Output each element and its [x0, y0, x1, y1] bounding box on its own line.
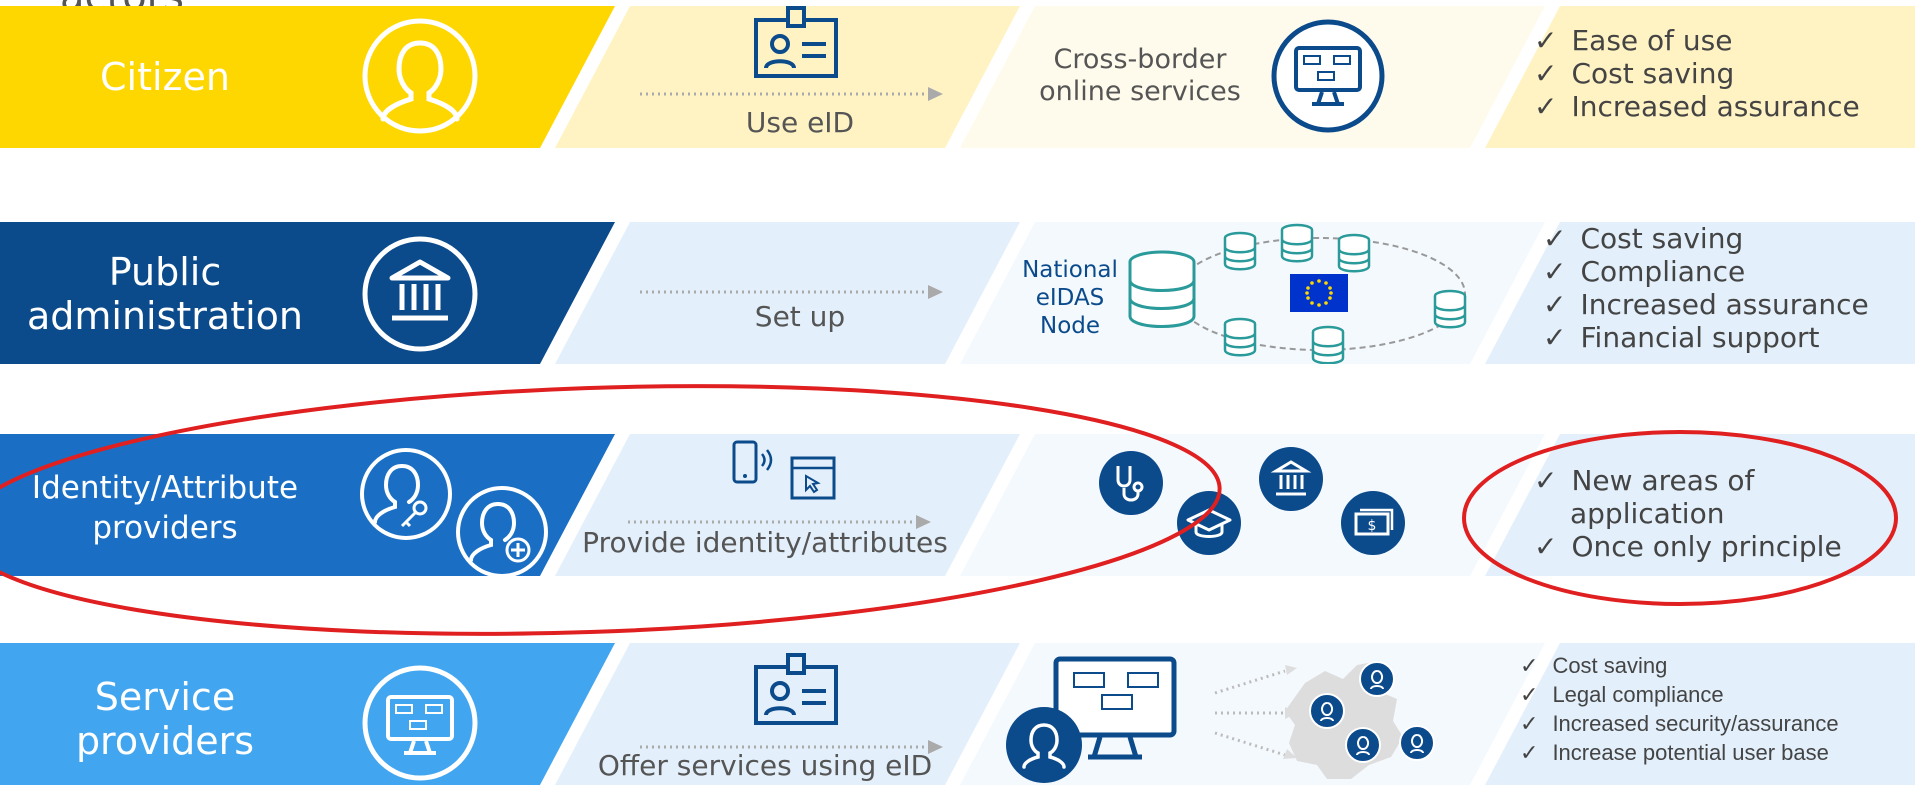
row-citizen: Citizen Use eID Cross-border online serv… — [0, 6, 1915, 148]
row-title: Identity/Attribute providers — [31, 470, 299, 546]
bank-building-icon — [362, 236, 478, 352]
benefit-item: Increased assurance — [1543, 288, 1868, 321]
arrow-icon — [640, 740, 943, 754]
benefit-item: Financial support — [1543, 321, 1869, 354]
step-label: Use eID — [745, 106, 855, 139]
row-public-administration: Public administration Set up National eI… — [0, 222, 1915, 364]
benefits-list: New areas of application Once only princ… — [1534, 464, 1842, 563]
svg-text:$: $ — [1368, 518, 1377, 534]
monitor-www-icon — [362, 665, 478, 781]
step-label: Provide identity/attributes — [582, 526, 948, 559]
monitor-user-icon — [1006, 656, 1177, 783]
benefits-list: Ease of use Cost saving Increased assura… — [1534, 24, 1860, 123]
europe-map-icon — [1214, 661, 1435, 779]
step-label: Offer services using eID — [597, 749, 933, 782]
benefit-item: Ease of use — [1534, 24, 1860, 57]
bank-building-icon — [1259, 447, 1323, 511]
target-label: Cross-border online services — [1039, 44, 1241, 107]
row-identity-attribute-providers: Identity/Attribute providers Provide ide… — [0, 434, 1915, 578]
step-label: Set up — [754, 300, 846, 333]
arrow-icon — [640, 87, 943, 101]
benefit-item: Increased security/assurance — [1520, 709, 1838, 738]
benefit-item: Increase potential user base — [1520, 738, 1839, 767]
benefits-list: Cost saving Legal compliance Increased s… — [1520, 651, 1839, 767]
benefit-item: Once only principle — [1534, 530, 1841, 563]
database-network-icon — [1128, 223, 1467, 364]
benefits-list: Cost saving Compliance Increased assuran… — [1543, 222, 1869, 354]
mobile-browser-icon — [732, 440, 836, 500]
stethoscope-icon — [1099, 451, 1163, 515]
benefit-item: Cost saving — [1534, 57, 1860, 90]
person-icon — [362, 18, 478, 134]
id-badge-icon — [754, 653, 838, 725]
benefit-item: New areas of application — [1534, 464, 1842, 530]
benefit-item: Cost saving — [1520, 651, 1839, 680]
benefit-item: Legal compliance — [1520, 680, 1839, 709]
row-title: Service providers — [75, 675, 255, 763]
benefit-item: Increased assurance — [1534, 90, 1859, 123]
person-key-icon — [360, 448, 452, 540]
row-title: Public administration — [26, 250, 304, 338]
benefit-item: Compliance — [1543, 255, 1869, 288]
row-title: Citizen — [100, 55, 230, 99]
graduation-cap-icon — [1177, 491, 1241, 555]
money-icon: $ — [1341, 491, 1405, 555]
id-badge-icon — [754, 6, 838, 78]
benefit-item: Cost saving — [1543, 222, 1869, 255]
row-service-providers: Service providers Offer services using e… — [0, 643, 1915, 785]
monitor-www-icon — [1271, 19, 1385, 133]
target-label: National eIDAS Node — [1022, 257, 1118, 339]
arrow-icon — [640, 285, 943, 299]
person-plus-icon — [456, 486, 548, 578]
